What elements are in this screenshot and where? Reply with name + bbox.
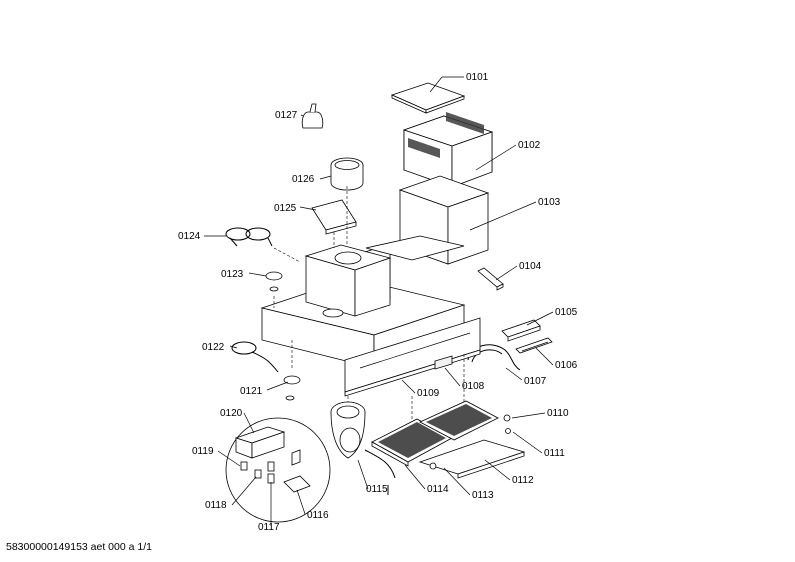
leader-lines — [204, 76, 554, 526]
part-0127-bag — [301, 103, 324, 129]
callout-0109: 0109 — [417, 388, 440, 399]
part-0102-upper-chimney — [402, 112, 494, 188]
part-0117-switch — [267, 461, 275, 484]
part-0123-connector — [265, 271, 283, 292]
callout-0126: 0126 — [292, 174, 315, 185]
callout-0101: 0101 — [466, 72, 489, 83]
callout-0119: 0119 — [192, 446, 214, 457]
callout-0108: 0108 — [462, 381, 485, 392]
part-0126-air-outlet-ring — [330, 157, 364, 191]
callout-0117: 0117 — [258, 522, 280, 533]
callout-0120: 0120 — [220, 408, 243, 419]
part-0108-switch — [434, 355, 453, 370]
assembly-guide-lines — [273, 186, 465, 420]
callout-0123: 0123 — [221, 269, 244, 280]
callout-0118: 0118 — [205, 500, 227, 511]
part-0110-screw — [503, 414, 511, 422]
callout-0110: 0110 — [547, 408, 569, 419]
callout-0122: 0122 — [202, 342, 225, 353]
part-0115-fan-motor — [330, 401, 396, 495]
part-0106-control-board — [515, 337, 553, 354]
main-housing — [260, 235, 481, 397]
part-0120-control-module — [234, 426, 286, 459]
callout-0125: 0125 — [274, 203, 297, 214]
callout-0115: 0115 — [366, 484, 388, 495]
part-0116-plate — [283, 449, 311, 493]
callout-0103: 0103 — [538, 197, 561, 208]
callout-0102: 0102 — [518, 140, 541, 151]
document-footer: 58300000149153 aet 000 a 1/1 — [6, 541, 152, 553]
part-0105-cover — [501, 319, 541, 342]
part-0113-fastener — [429, 462, 437, 470]
callout-labels: 0101 0102 0103 0104 0105 0106 0107 0108 … — [178, 72, 578, 533]
callout-0114: 0114 — [427, 484, 449, 495]
callout-0121: 0121 — [240, 386, 263, 397]
callout-0106: 0106 — [555, 360, 578, 371]
part-0101-top-plate — [390, 82, 466, 114]
electronics-detail-circle — [225, 417, 331, 523]
part-0111-clip — [505, 428, 511, 434]
callout-0113: 0113 — [472, 490, 494, 501]
part-0119-relay — [240, 461, 248, 471]
callout-0124: 0124 — [178, 231, 201, 242]
callout-0127: 0127 — [275, 110, 298, 121]
callout-0107: 0107 — [524, 376, 547, 387]
callout-0105: 0105 — [555, 307, 578, 318]
part-0121-lamp-holder — [283, 375, 301, 401]
part-0104-remote-control — [477, 267, 504, 291]
part-0122-cable — [231, 341, 279, 373]
callout-0104: 0104 — [519, 261, 542, 272]
part-0114-grease-filters — [371, 400, 499, 467]
part-0125-bracket — [311, 199, 357, 235]
part-0118-switch — [254, 469, 262, 479]
callout-0111: 0111 — [544, 448, 565, 459]
callout-0112: 0112 — [512, 475, 534, 486]
callout-0116: 0116 — [307, 510, 329, 521]
part-0124-cables — [225, 227, 273, 247]
